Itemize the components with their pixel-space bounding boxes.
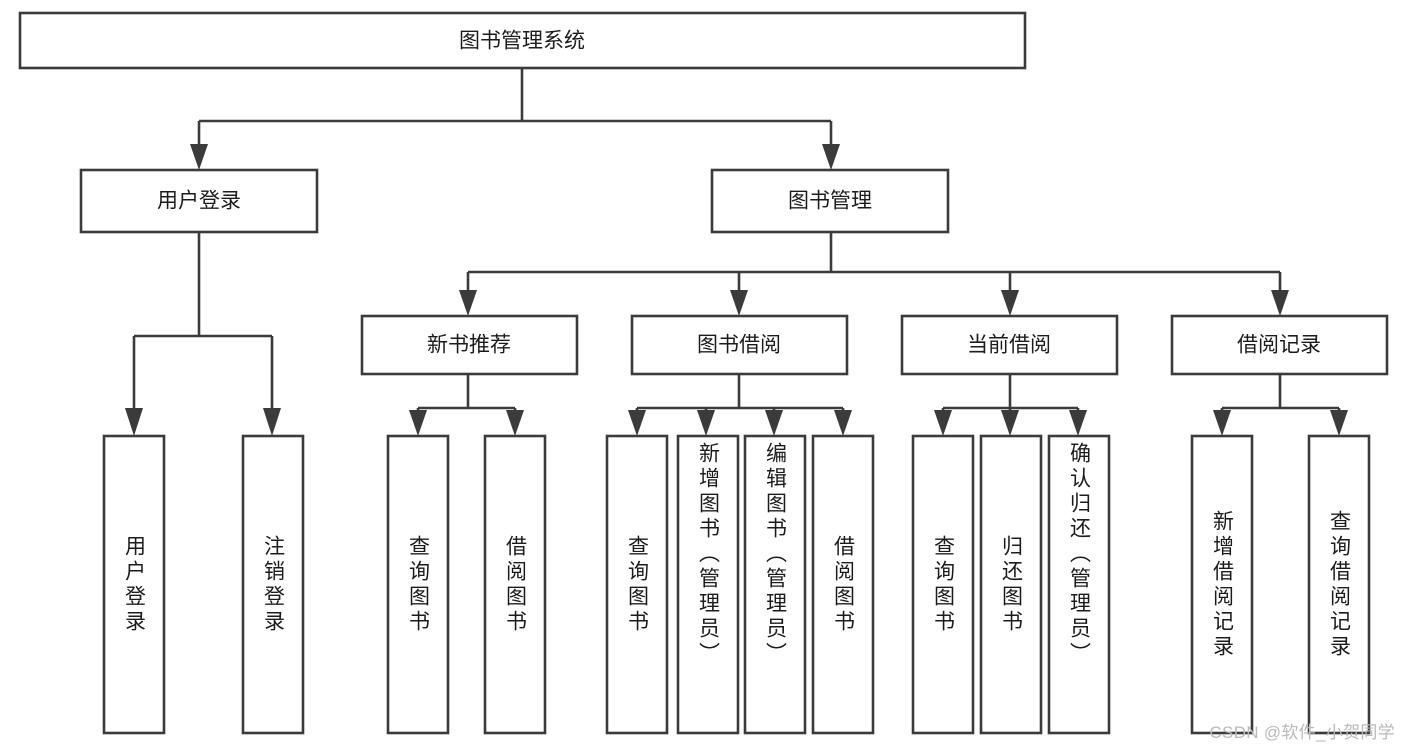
node-leaf-add-record-label: 新增借阅记录 [1210, 509, 1234, 660]
arrow-head-leaf-add-book [697, 410, 715, 436]
arrow-head-leaf-query-book-2 [628, 410, 646, 436]
node-leaf-query-record-label: 查询借阅记录 [1327, 509, 1351, 660]
node-leaf-add-book-label: 新增图书（管理员） [696, 442, 720, 667]
node-borrow-record[interactable]: 借阅记录 [1170, 314, 1389, 376]
node-leaf-query-book-3[interactable]: 查询图书 [911, 434, 975, 735]
node-root-box[interactable] [18, 11, 1027, 70]
node-leaf-query-book-1-label: 查询图书 [406, 534, 430, 635]
arrow-head-borrow-record [1271, 290, 1289, 316]
node-leaf-borrow-book-2[interactable]: 借阅图书 [811, 434, 875, 735]
node-new-book-rec-box[interactable] [360, 314, 579, 376]
node-leaf-query-record-label-wrap: 查询借阅记录 [1309, 436, 1369, 733]
node-leaf-edit-book[interactable]: 编辑图书（管理员） [743, 434, 807, 735]
node-leaf-user-login-label-wrap: 用户登录 [104, 436, 164, 733]
arrow-head-leaf-add-record [1213, 410, 1231, 436]
node-leaf-borrow-book-2-box[interactable] [811, 434, 875, 735]
arrow-head-leaf-edit-book [765, 410, 783, 436]
node-leaf-confirm-return-label-wrap: 确认归还（管理员） [1049, 436, 1109, 733]
node-leaf-user-login[interactable]: 用户登录 [102, 434, 166, 735]
node-leaf-return-book-label-wrap: 归还图书 [981, 436, 1041, 733]
node-leaf-query-book-1-box[interactable] [386, 434, 450, 735]
node-leaf-return-book-label: 归还图书 [999, 534, 1023, 635]
node-leaf-logout-label: 注销登录 [261, 534, 285, 635]
arrow-head-leaf-borrow-book-2 [834, 410, 852, 436]
arrow-head-leaf-confirm-return [1069, 410, 1087, 436]
node-leaf-query-record-box[interactable] [1307, 434, 1371, 735]
node-leaf-query-book-1[interactable]: 查询图书 [386, 434, 450, 735]
node-leaf-borrow-book-1[interactable]: 借阅图书 [483, 434, 547, 735]
csdn-watermark: CSDN @软件_小贺同学 [1209, 723, 1395, 742]
node-leaf-add-book-label-wrap: 新增图书（管理员） [678, 436, 738, 733]
node-leaf-query-book-3-label-wrap: 查询图书 [913, 436, 973, 733]
arrow-head-new-book-rec [459, 290, 477, 316]
node-leaf-confirm-return-box[interactable] [1047, 434, 1111, 735]
node-leaf-add-record-box[interactable] [1190, 434, 1254, 735]
node-book-borrow[interactable]: 图书借阅 [630, 314, 849, 376]
node-leaf-borrow-book-1-label-wrap: 借阅图书 [485, 436, 545, 733]
node-book-manage-box[interactable] [710, 168, 950, 234]
arrow-head-leaf-borrow-book-1 [506, 410, 524, 436]
arrow-head-leaf-logout [263, 408, 281, 436]
node-user-login[interactable]: 用户登录 [79, 168, 319, 234]
node-leaf-query-book-3-label: 查询图书 [931, 534, 955, 635]
node-leaf-query-record[interactable]: 查询借阅记录 [1307, 434, 1371, 735]
node-current-borrow[interactable]: 当前借阅 [900, 314, 1119, 376]
arrow-head-book-manage [822, 144, 840, 170]
node-leaf-query-book-2-label-wrap: 查询图书 [607, 436, 667, 733]
node-leaf-edit-book-label: 编辑图书（管理员） [763, 442, 787, 667]
node-leaf-add-record[interactable]: 新增借阅记录 [1190, 434, 1254, 735]
node-leaf-borrow-book-2-label: 借阅图书 [831, 534, 855, 635]
node-leaf-user-login-box[interactable] [102, 434, 166, 735]
node-borrow-record-box[interactable] [1170, 314, 1389, 376]
node-leaf-confirm-return-label: 确认归还（管理员） [1067, 442, 1091, 667]
node-book-borrow-box[interactable] [630, 314, 849, 376]
node-leaf-logout[interactable]: 注销登录 [241, 434, 305, 735]
node-leaf-confirm-return[interactable]: 确认归还（管理员） [1047, 434, 1111, 735]
arrow-head-book-borrow [730, 290, 748, 316]
node-leaf-borrow-book-1-box[interactable] [483, 434, 547, 735]
node-current-borrow-label: 当前借阅 [967, 334, 1051, 357]
node-leaf-add-record-label-wrap: 新增借阅记录 [1192, 436, 1252, 733]
arrow-head-leaf-user-login [125, 408, 143, 436]
node-leaf-query-book-2-box[interactable] [605, 434, 669, 735]
node-user-login-label: 用户登录 [157, 190, 241, 213]
node-leaf-query-book-2[interactable]: 查询图书 [605, 434, 669, 735]
node-leaf-borrow-book-1-label: 借阅图书 [503, 534, 527, 635]
node-root-label: 图书管理系统 [459, 30, 585, 53]
node-borrow-record-label: 借阅记录 [1237, 334, 1321, 357]
node-leaf-return-book-box[interactable] [979, 434, 1043, 735]
node-leaf-return-book[interactable]: 归还图书 [979, 434, 1043, 735]
arrow-head-leaf-query-record [1330, 410, 1348, 436]
node-leaf-query-book-1-label-wrap: 查询图书 [388, 436, 448, 733]
node-new-book-rec[interactable]: 新书推荐 [360, 314, 579, 376]
arrow-head-user-login [190, 144, 208, 170]
node-leaf-edit-book-label-wrap: 编辑图书（管理员） [745, 436, 805, 733]
arrow-head-leaf-return-book [1001, 410, 1019, 436]
node-leaf-query-book-2-label: 查询图书 [625, 534, 649, 635]
node-new-book-rec-label: 新书推荐 [427, 334, 511, 357]
node-leaf-logout-box[interactable] [241, 434, 305, 735]
node-leaf-logout-label-wrap: 注销登录 [243, 436, 303, 733]
node-leaf-user-login-label: 用户登录 [122, 534, 146, 635]
arrow-head-leaf-query-book-3 [934, 410, 952, 436]
node-book-borrow-label: 图书借阅 [697, 334, 781, 357]
node-leaf-edit-book-box[interactable] [743, 434, 807, 735]
node-leaf-borrow-book-2-label-wrap: 借阅图书 [813, 436, 873, 733]
node-leaf-add-book-box[interactable] [676, 434, 740, 735]
node-book-manage-label: 图书管理 [788, 190, 872, 213]
node-book-manage[interactable]: 图书管理 [710, 168, 950, 234]
node-leaf-query-book-3-box[interactable] [911, 434, 975, 735]
node-leaf-add-book[interactable]: 新增图书（管理员） [676, 434, 740, 735]
node-current-borrow-box[interactable] [900, 314, 1119, 376]
arrow-head-leaf-query-book-1 [409, 410, 427, 436]
node-root[interactable]: 图书管理系统 [18, 11, 1027, 70]
arrow-head-current-borrow [1001, 290, 1019, 316]
node-user-login-box[interactable] [79, 168, 319, 234]
connector-layer [125, 68, 1348, 436]
